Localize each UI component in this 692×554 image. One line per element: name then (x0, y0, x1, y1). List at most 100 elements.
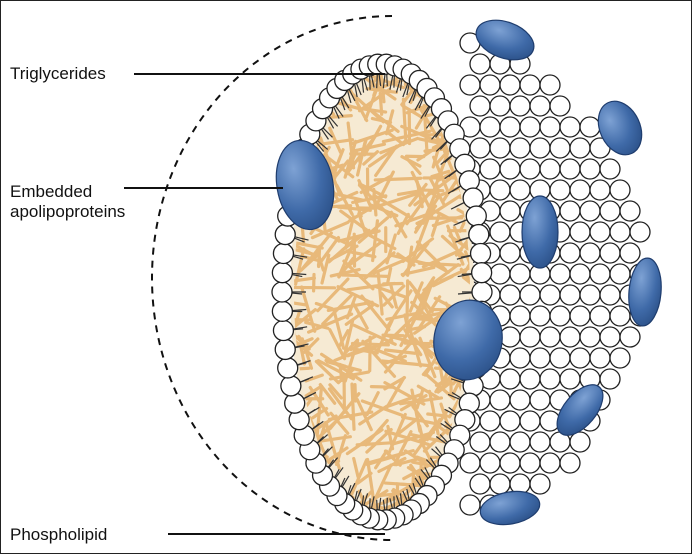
phospholipid-head (519, 326, 541, 348)
apolipoprotein (479, 490, 541, 526)
phospholipid-head (579, 158, 601, 180)
phospholipid-head (599, 200, 621, 222)
phospholipid-head (462, 187, 484, 209)
phospholipid-head (549, 179, 571, 201)
triglyceride-molecule (384, 348, 417, 355)
triglyceride-molecule (405, 279, 410, 321)
triglyceride-molecule (372, 74, 386, 97)
triglyceride-molecule (310, 220, 350, 240)
triglyceride-molecule (318, 383, 337, 405)
triglyceride-molecule (428, 176, 446, 206)
triglyceride-molecule (365, 427, 393, 454)
phospholipid-head (539, 326, 561, 348)
phospholipid-head (499, 368, 521, 390)
triglyceride-molecule (441, 174, 462, 203)
triglyceride-molecule (385, 109, 395, 136)
phospholipid-head (469, 431, 491, 453)
phospholipid-head (609, 305, 631, 327)
phospholipid-head (599, 242, 621, 264)
triglyceride-molecule (378, 91, 384, 116)
triglyceride-molecule (399, 307, 422, 348)
phospholipid-head (469, 95, 491, 117)
phospholipid-head (459, 452, 481, 474)
triglyceride-molecule (338, 329, 350, 348)
phospholipid-head (509, 137, 531, 159)
triglyceride-molecule (317, 414, 338, 429)
phospholipid-head (579, 200, 601, 222)
phospholipid-head (465, 205, 487, 227)
apolipoproteins (275, 19, 662, 526)
triglyceride-molecule (347, 205, 375, 223)
triglyceride-molecule (372, 187, 378, 217)
phospholipid-head (459, 494, 481, 516)
phospholipid-head (609, 263, 631, 285)
phospholipid-head (479, 452, 501, 474)
triglyceride-molecule (335, 183, 354, 216)
phospholipid-head (559, 116, 581, 138)
triglyceride-molecule (342, 259, 375, 291)
phospholipid-head (609, 179, 631, 201)
phospholipid-label: Phospholipid (10, 525, 108, 544)
phospholipid-head (569, 431, 591, 453)
triglyceride-molecule (383, 338, 415, 374)
triglyceride-molecule (461, 275, 470, 291)
triglyceride-molecule (418, 438, 435, 467)
triglyceride-molecule (337, 367, 355, 384)
phospholipid-head (471, 281, 493, 303)
phospholipid-head (599, 158, 621, 180)
triglyceride-molecule (371, 258, 407, 275)
phospholipid-head (479, 116, 501, 138)
phospholipid-head (470, 262, 493, 284)
phospholipid-head (519, 410, 541, 432)
phospholipid-head (589, 179, 611, 201)
apolipoprotein (275, 139, 335, 231)
triglyceride-molecule (384, 376, 406, 411)
triglyceride-molecule (400, 265, 436, 277)
triglyceride-molecule (401, 97, 408, 142)
triglyceride-molecule (297, 334, 311, 351)
triglyceride-molecule (342, 318, 355, 358)
phospholipid-head (479, 158, 501, 180)
triglyceride-molecule (294, 276, 316, 283)
phospholipid-head (589, 263, 611, 285)
triglyceride-molecule (357, 216, 390, 244)
phospholipid-head (529, 137, 551, 159)
phospholipid-head (529, 305, 551, 327)
triglyceride-molecule (400, 415, 442, 427)
triglyceride-molecule (431, 213, 467, 228)
triglyceride-molecule (306, 312, 354, 334)
triglyceride-molecule (328, 383, 343, 400)
phospholipid-head (274, 223, 296, 246)
triglyceride-molecule (410, 388, 422, 433)
phospholipid-head (509, 431, 531, 453)
phospholipid-head (509, 305, 531, 327)
triglyceride-molecule (324, 358, 347, 368)
phospholipid-head (519, 116, 541, 138)
phospholipid-head (271, 300, 294, 322)
triglyceride-molecule (335, 434, 347, 467)
triglyceride-molecule (365, 232, 397, 251)
triglyceride-molecule (358, 404, 389, 426)
triglyceride-molecule (434, 375, 455, 387)
phospholipid-head (579, 284, 601, 306)
phospholipid-head (529, 473, 551, 495)
phospholipid-head (559, 242, 581, 264)
phospholipid-head (499, 158, 521, 180)
phospholipid-head (599, 326, 621, 348)
phospholipid-head (559, 326, 581, 348)
triglyceride-molecule (304, 373, 324, 383)
triglyceride-molecule (294, 473, 299, 495)
triglyceride-molecule (418, 295, 442, 329)
triglyceride-molecule (416, 384, 440, 400)
phospholipid-head (274, 338, 296, 361)
triglyceride-molecule (385, 266, 393, 286)
phospholipid-head (569, 221, 591, 243)
phospholipid-head (489, 263, 511, 285)
triglyceride-molecule (345, 428, 384, 456)
triglyceride-molecule (423, 74, 465, 82)
triglyceride-molecule (459, 267, 470, 296)
phospholipid-head (489, 389, 511, 411)
triglyceride-molecule (329, 190, 359, 206)
phospholipid-head (271, 281, 293, 303)
